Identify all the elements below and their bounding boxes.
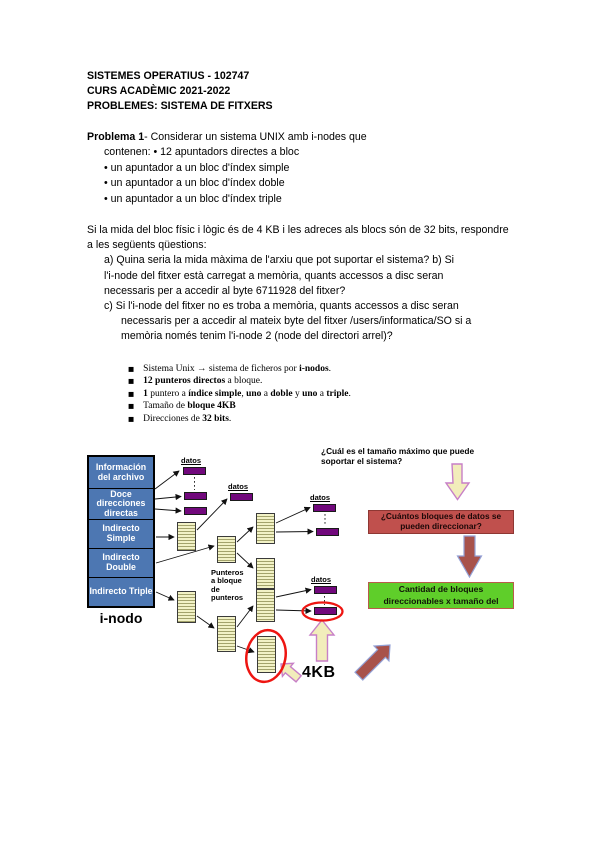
pointer-block [177, 522, 196, 551]
list-item-text: Direcciones de 32 bits. [143, 413, 232, 424]
pointer-block [217, 536, 236, 563]
inode-row-double-indirect: Indirecto Double [89, 548, 153, 577]
square-bullet-icon: ■ [128, 377, 135, 386]
text-line: memòria només tenim l'i-node 2 (node del… [121, 330, 393, 343]
text-line: • un apuntador a un bloc d'índex doble [104, 177, 285, 190]
datos-label: datos [311, 575, 332, 584]
square-bullet-icon: ■ [128, 389, 135, 398]
course-title: SISTEMES OPERATIUS - 102747 [87, 70, 250, 82]
brick-arrow-diagonal-icon [354, 644, 391, 681]
list-item: ■ Direcciones de 32 bits. [128, 413, 351, 425]
cream-arrow-down-icon [444, 463, 471, 501]
square-bullet-icon: ■ [128, 365, 135, 373]
unix-summary-list: ■ Sistema Unix → sistema de ficheros por … [128, 363, 351, 425]
questions-paragraph: Si la mida del bloc físic i lògic és de … [87, 223, 509, 345]
text-line: Si la mida del bloc físic i lògic és de … [87, 224, 509, 236]
answer-formula-box: Cantidad de bloques direccionables x tam… [368, 582, 514, 609]
pointer-block [217, 616, 236, 652]
inode-row-single-indirect: Indirecto Simple [89, 519, 153, 548]
problem-1-paragraph: Problema 1- Considerar un sistema UNIX a… [87, 130, 367, 207]
text-line: a) Quina seria la mida màxima de l'arxiu… [104, 254, 455, 267]
text-line: • un apuntador a un bloc d'índex simple [104, 161, 290, 174]
list-item: ■ Sistema Unix → sistema de ficheros por … [128, 363, 351, 375]
square-bullet-icon: ■ [128, 414, 135, 423]
cream-arrow-4kb-icon [280, 662, 303, 683]
list-item: ■ 1 puntero a índice simple, uno a doble … [128, 388, 351, 400]
problem-intro: - Considerar un sistema UNIX amb i-nodes… [144, 131, 367, 143]
pointer-block [256, 589, 275, 622]
brick-arrow-down-icon [456, 535, 483, 579]
data-block [230, 493, 253, 501]
text-line: a les següents qüestions: [87, 239, 207, 252]
document-header: SISTEMES OPERATIUS - 102747 CURS ACADÈMI… [87, 69, 273, 114]
inode-label: i-nodo [99, 610, 143, 626]
course-year: CURS ACADÈMIC 2021-2022 [87, 85, 231, 97]
datos-label: datos [228, 482, 249, 491]
square-bullet-icon: ■ [128, 402, 135, 411]
pointer-block-highlighted [257, 636, 276, 673]
list-item: ■ Tamaño de bloque 4KB [128, 400, 351, 412]
text-line: • un apuntador a un bloc d'índex triple [104, 192, 282, 205]
problem-number: Problema 1 [87, 131, 145, 143]
cream-arrow-up-icon [308, 618, 336, 662]
datos-label: datos [181, 456, 202, 465]
document-subtitle: PROBLEMES: SISTEMA DE FITXERS [87, 100, 273, 112]
cream-arrows [280, 463, 471, 683]
data-block-highlighted [314, 607, 337, 615]
list-item: ■ 12 punteros directos a bloque. [128, 375, 351, 387]
text-line: contenen: • 12 apuntadors directes a blo… [104, 146, 300, 159]
list-item-text: Tamaño de bloque 4KB [143, 401, 236, 412]
pointer-block [256, 558, 275, 589]
inode-row-triple-indirect: Indirecto Triple [89, 577, 153, 606]
text-line: l'i-node del fitxer està carregat a memò… [104, 269, 444, 282]
question-blocks-addressable: ¿Cuántos bloques de datos se pueden dire… [368, 510, 514, 534]
list-item-text: Sistema Unix → sistema de ficheros por i… [143, 364, 332, 374]
pointers-caption: Punteros a bloque de punteros [211, 568, 244, 603]
size-4kb-label: 4KB [302, 664, 336, 681]
inode-row-direct: Doce direcciones directas [89, 488, 153, 519]
list-item-text: 12 punteros directos a bloque. [143, 376, 263, 387]
data-block [316, 528, 339, 536]
data-block [183, 467, 206, 475]
inode-row-info: Información del archivo [95, 461, 147, 482]
question-max-size: ¿Cuál es el tamaño máximo que puede sopo… [321, 446, 475, 466]
text-line: necessaris per a accedir al mateix byte … [121, 315, 472, 328]
data-block [313, 504, 336, 512]
data-block [184, 507, 207, 515]
text-line: necessaris per a accedir al byte 6711928… [104, 284, 346, 297]
data-block [314, 586, 337, 594]
data-block [184, 492, 207, 500]
pointer-block [256, 513, 275, 544]
list-item-text: 1 puntero a índice simple, uno a doble y… [143, 388, 351, 399]
datos-label: datos [310, 493, 331, 502]
problem-title-line: Problema 1- Considerar un sistema UNIX a… [87, 130, 367, 145]
pointer-block [177, 591, 196, 623]
inode-box: Información del archivo Doce direcciones… [87, 455, 155, 608]
text-line: c) Si l'i-node del fitxer no es troba a … [104, 300, 459, 313]
brick-arrows [354, 535, 483, 681]
